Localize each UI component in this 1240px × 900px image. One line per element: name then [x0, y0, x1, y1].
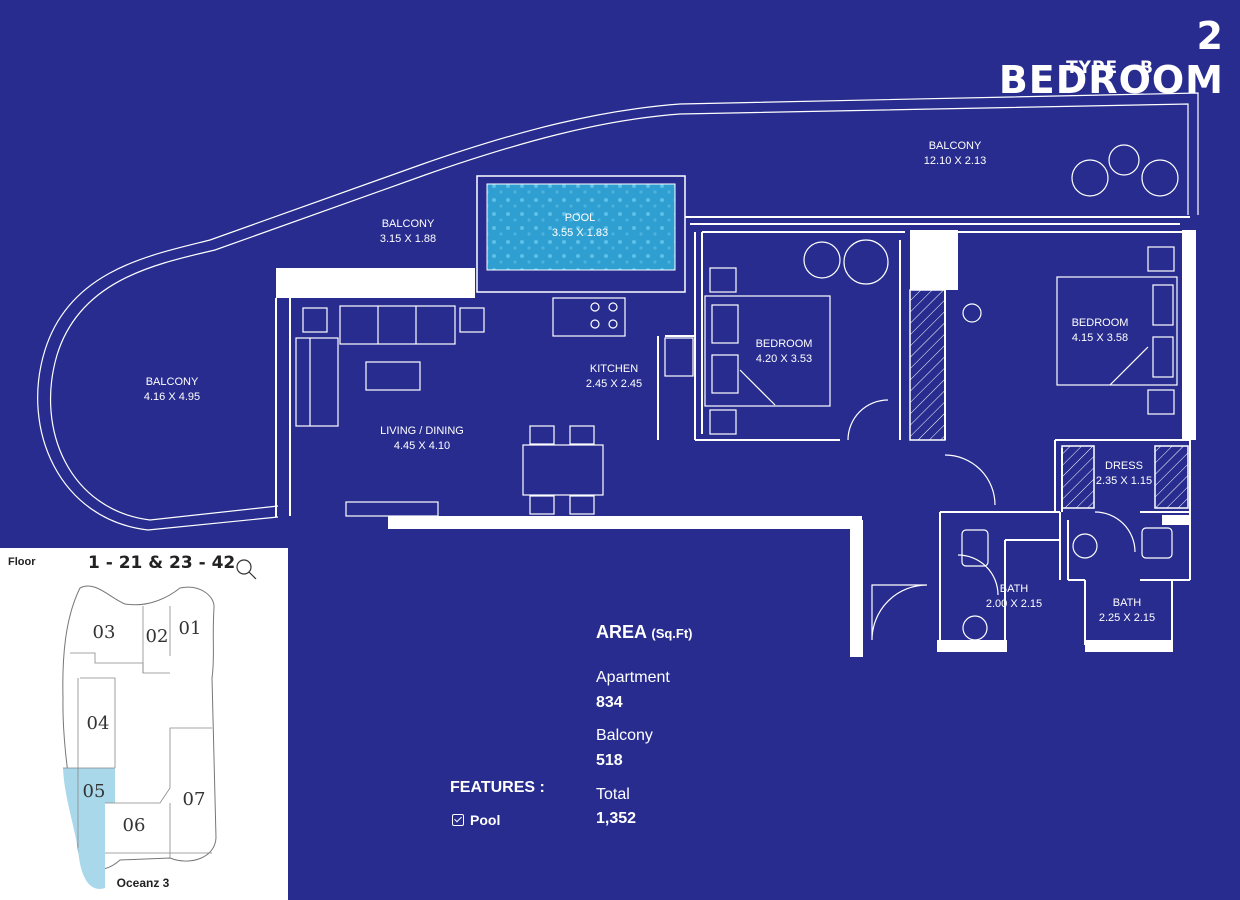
area-apartment-label: Apartment	[596, 669, 670, 686]
living-furniture	[295, 297, 694, 517]
feature-pool: Pool	[452, 812, 500, 828]
area-balcony-label: Balcony	[596, 727, 653, 744]
key-plan-drawing	[62, 559, 257, 889]
area-apartment-value: 834	[596, 694, 623, 711]
pool-edge	[476, 175, 686, 293]
pool-water	[486, 183, 676, 271]
interior-walls	[275, 216, 1191, 645]
bedroom-furniture	[704, 144, 1179, 435]
wardrobes	[909, 289, 1189, 509]
unit-label-02: 02	[145, 626, 169, 647]
bath-fixtures	[961, 527, 1173, 641]
room-label-bath-1: BATH 2.00 X 2.15	[985, 583, 1043, 610]
unit-label-04: 04	[86, 713, 110, 734]
room-label-balcony-left: BALCONY 4.16 X 4.95	[143, 376, 201, 403]
room-label-bath-2: BATH 2.25 X 2.15	[1098, 597, 1156, 624]
room-label-balcony-mid: BALCONY 3.15 X 1.88	[379, 218, 437, 245]
unit-label-06: 06	[122, 815, 146, 836]
page-title: 2 BEDROOM	[998, 14, 1224, 102]
area-total-label: Total	[596, 786, 630, 803]
unit-05-highlight	[63, 768, 115, 889]
building-name: Oceanz 3	[116, 876, 170, 890]
exterior-walls	[276, 230, 1196, 657]
room-label-dress: DRESS 2.35 X 1.15	[1095, 460, 1153, 487]
doors	[847, 399, 1136, 641]
area-balcony-value: 518	[596, 752, 623, 769]
unit-label-01: 01	[178, 618, 202, 639]
floor-range: 1 - 21 & 23 - 42	[88, 553, 236, 573]
features-title: FEATURES :	[450, 779, 545, 796]
page-subtitle: TYPE - B	[1066, 58, 1154, 78]
room-label-bedroom-1: BEDROOM 4.20 X 3.53	[755, 338, 813, 365]
room-label-bedroom-2: BEDROOM 4.15 X 3.58	[1071, 317, 1129, 344]
area-title: AREA (Sq.Ft)	[596, 622, 693, 642]
compass-icon	[236, 559, 257, 580]
area-total-value: 1,352	[596, 810, 637, 827]
room-label-balcony-top: BALCONY 12.10 X 2.13	[923, 140, 987, 167]
balcony-outline	[37, 92, 1199, 531]
room-label-kitchen: KITCHEN 2.45 X 2.45	[585, 363, 643, 390]
unit-label-07: 07	[182, 789, 206, 810]
unit-label-03: 03	[92, 622, 116, 643]
unit-dividers	[63, 606, 212, 858]
room-label-living: LIVING / DINING 4.45 X 4.10	[380, 425, 464, 452]
checkbox-icon	[452, 814, 464, 826]
room-label-pool: POOL 3.55 X 1.83	[551, 212, 609, 239]
floor-label: Floor	[8, 556, 36, 568]
unit-label-05: 05	[82, 781, 106, 802]
